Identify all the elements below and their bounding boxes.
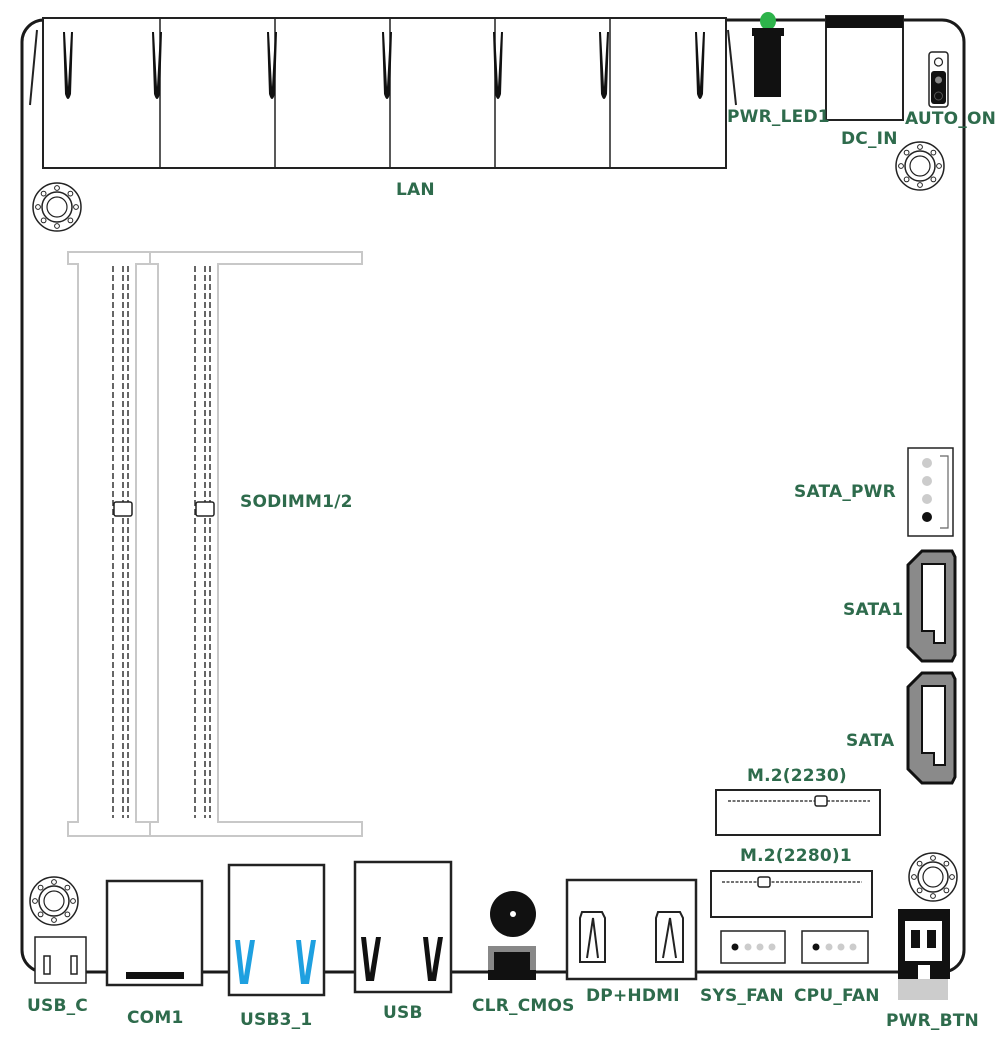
- mounting-hole-top-right: [895, 141, 945, 191]
- mounting-hole-bottom-left: [29, 876, 79, 926]
- label-pwr-btn: PWR_BTN: [886, 1011, 979, 1031]
- com1-port: [105, 879, 204, 987]
- label-sata-pwr: SATA_PWR: [794, 482, 896, 502]
- label-pwr-led: PWR_LED1: [727, 107, 830, 127]
- m2-2230-slot: [715, 789, 881, 836]
- clr-cmos-jumper: [488, 891, 536, 980]
- sata1-connector: [906, 549, 957, 663]
- sata-connector: [906, 671, 957, 785]
- sata-pwr-connector: [907, 447, 954, 537]
- sodimm-slots: [67, 251, 363, 837]
- label-m2-2230: M.2(2230): [747, 766, 847, 786]
- dc-in-connector: [825, 15, 904, 121]
- label-clr-cmos: CLR_CMOS: [472, 996, 575, 1016]
- mounting-hole-bottom-right: [908, 852, 958, 902]
- label-lan: LAN: [396, 180, 435, 200]
- pwr-led-icon: [752, 12, 784, 97]
- usb-c-port: [34, 936, 87, 984]
- label-cpu-fan: CPU_FAN: [794, 986, 880, 1006]
- label-sys-fan: SYS_FAN: [700, 986, 784, 1006]
- lan-ports: [29, 17, 737, 169]
- usb-port: [353, 860, 453, 994]
- sys-fan-header: [720, 930, 786, 964]
- label-auto-on: AUTO_ON: [905, 109, 997, 129]
- label-sodimm: SODIMM1/2: [240, 492, 353, 512]
- label-sata1: SATA1: [843, 600, 904, 620]
- label-usb3-1: USB3_1: [240, 1010, 313, 1030]
- mounting-hole-top-left: [32, 182, 82, 232]
- pwr-btn-connector: [898, 909, 950, 1000]
- auto-on-jumper: [928, 51, 949, 108]
- label-sata: SATA: [846, 731, 895, 751]
- label-dp-hdmi: DP+HDMI: [586, 986, 680, 1006]
- m2-2280-slot: [710, 870, 873, 918]
- usb3-1-port: [227, 863, 326, 997]
- label-usb: USB: [383, 1003, 423, 1023]
- cpu-fan-header: [801, 930, 869, 964]
- label-dc-in: DC_IN: [841, 129, 898, 149]
- label-usb-c: USB_C: [27, 996, 88, 1016]
- dp-hdmi-port: [565, 878, 698, 981]
- label-com1: COM1: [127, 1008, 184, 1028]
- label-m2-2280: M.2(2280)1: [740, 846, 852, 866]
